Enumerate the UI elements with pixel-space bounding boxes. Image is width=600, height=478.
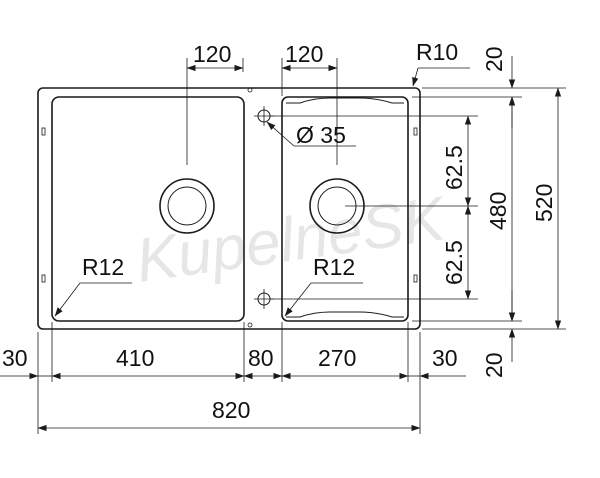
dim-radius-right: R12 <box>284 254 363 317</box>
watermark: KupelneSK <box>132 184 451 296</box>
label-62-5-top: 62.5 <box>441 145 467 190</box>
label-r12-left: R12 <box>82 254 124 280</box>
dim-width-410: 410 <box>51 345 245 380</box>
rim-mark <box>247 322 253 328</box>
dim-left-30: 30 <box>0 345 52 380</box>
right-bowl <box>281 96 409 322</box>
label-r12-right: R12 <box>313 254 355 280</box>
sink-outline <box>37 87 421 330</box>
right-bowl-bottom-ledge <box>286 311 404 318</box>
label-120-right: 120 <box>285 41 323 67</box>
label-410: 410 <box>116 345 154 371</box>
dim-height-480: 480 <box>485 96 516 322</box>
dim-top-20: 20 <box>481 46 516 128</box>
dim-offset-top: 62.5 <box>441 115 472 207</box>
label-80: 80 <box>248 345 274 371</box>
dim-right-30: 30 <box>408 345 466 380</box>
label-30-left: 30 <box>2 345 28 371</box>
rim-slot <box>413 274 418 283</box>
label-520: 520 <box>531 184 557 222</box>
dim-width-270: 270 <box>281 345 409 380</box>
label-820: 820 <box>212 397 250 423</box>
label-120-left: 120 <box>193 41 231 67</box>
right-bowl-top-ledge <box>286 97 404 104</box>
dim-tap-hole-diameter: Ø 35 <box>266 121 356 148</box>
label-270: 270 <box>318 345 356 371</box>
rim-slot <box>413 127 418 136</box>
dim-radius-left: R12 <box>54 254 132 317</box>
dim-drain-offset-left: 120 <box>186 41 244 165</box>
dim-total-820: 820 <box>37 397 421 432</box>
dim-corner-r10: R10 <box>412 39 470 87</box>
left-drain <box>159 178 215 234</box>
label-20-top: 20 <box>481 46 507 72</box>
label-20-bottom: 20 <box>481 352 507 378</box>
label-r10: R10 <box>416 39 458 65</box>
label-62-5-bottom: 62.5 <box>441 240 467 285</box>
dim-drain-offset-right: 120 <box>281 41 338 165</box>
label-480: 480 <box>485 192 511 230</box>
dim-width-80: 80 <box>243 345 283 380</box>
dim-height-520: 520 <box>531 87 562 330</box>
dim-bottom-20: 20 <box>481 290 516 378</box>
rim-slot <box>41 274 46 283</box>
rim-mark <box>247 87 253 93</box>
rim-slot <box>41 127 46 136</box>
label-dia-35: Ø 35 <box>296 122 346 148</box>
label-30-right: 30 <box>432 345 458 371</box>
dim-offset-bottom: 62.5 <box>441 205 472 300</box>
left-bowl <box>51 96 245 322</box>
